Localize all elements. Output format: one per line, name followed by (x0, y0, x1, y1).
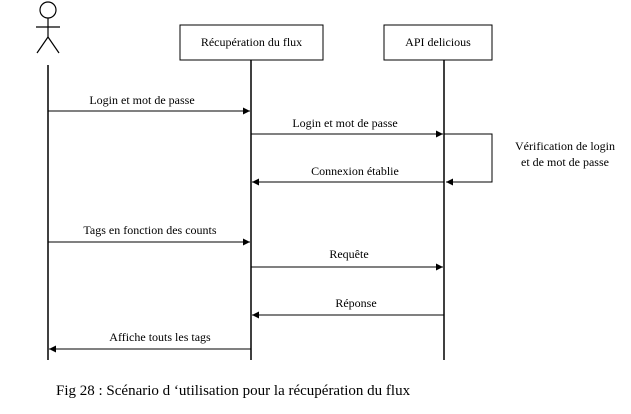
participant-api-label: API delicious (405, 35, 471, 49)
actor-right-leg (47, 36, 60, 54)
message-label-1: Login et mot de passe (89, 93, 194, 107)
actor-user (36, 1, 60, 54)
self-verification-loop (444, 133, 493, 186)
message-label-3: Connexion établie (311, 164, 399, 178)
participant-api-box (383, 24, 493, 61)
message-label-5: Requête (329, 247, 368, 261)
actor-head (39, 1, 57, 19)
figure-caption: Fig 28 : Scénario d ‘utilisation pour la… (56, 383, 411, 399)
verification-note: Vérification de login et de mot de passe (515, 139, 615, 169)
participant-flux-label: Récupération du flux (201, 35, 302, 49)
message-label-2: Login et mot de passe (292, 116, 397, 130)
message-label-6: Réponse (335, 296, 376, 310)
message-label-4: Tags en fonction des counts (83, 223, 216, 237)
actor-left-leg (36, 36, 49, 54)
participant-flux-box (179, 24, 324, 61)
message-label-7: Affiche touts les tags (109, 330, 211, 344)
